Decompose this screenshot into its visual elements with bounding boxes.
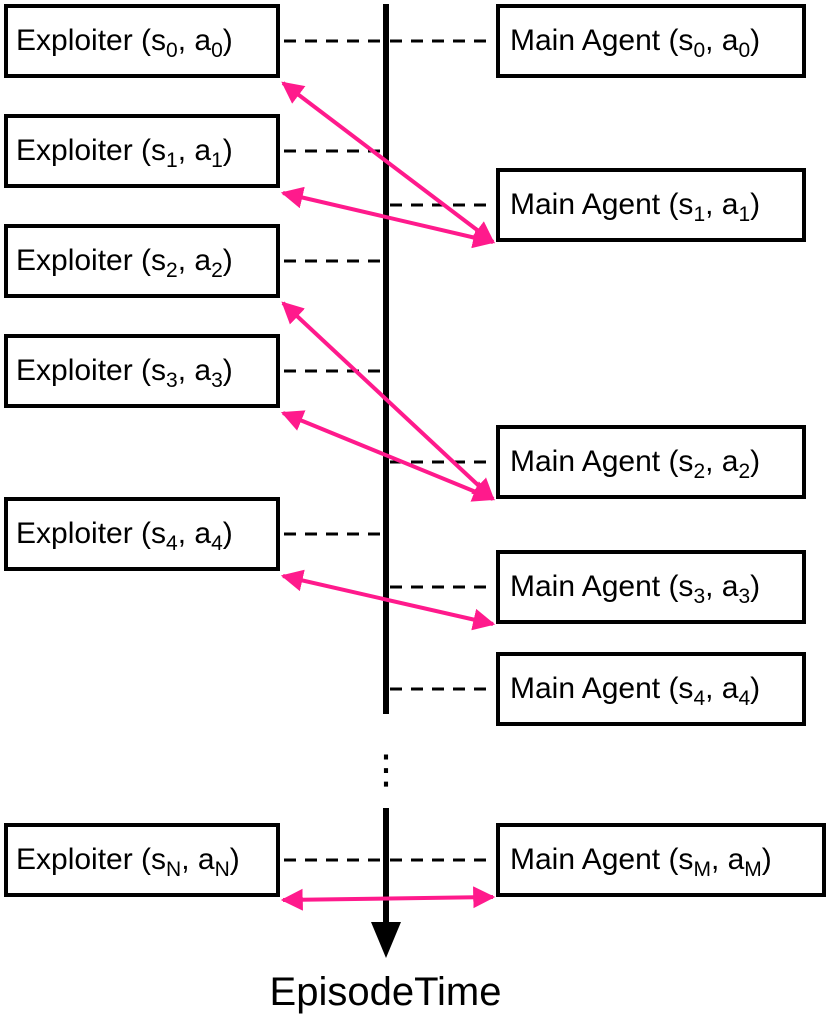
exploiter-box-1: Exploiter (s1, a1) <box>4 114 280 188</box>
main-agent-box-2: Main Agent (s2, a2) <box>496 425 806 499</box>
exploiter-box-3: Exploiter (s3, a3) <box>4 334 280 408</box>
action-subscript: N <box>214 858 230 881</box>
exploiter-box-0: Exploiter (s0, a0) <box>4 4 280 78</box>
node-label-separator: , a <box>177 354 212 387</box>
interaction-arrow-1-1 <box>280 186 496 249</box>
state-subscript: 3 <box>693 585 706 608</box>
action-subscript: 0 <box>211 39 223 62</box>
state-subscript: 2 <box>693 460 706 483</box>
main-agent-box-1: Main Agent (s1, a1) <box>496 168 806 242</box>
node-label-prefix: Exploiter (s <box>16 843 167 876</box>
node-label: Exploiter (sN, aN) <box>16 843 240 881</box>
node-label-close: ) <box>750 188 761 221</box>
state-subscript: 4 <box>166 532 178 555</box>
interaction-arrow-3-2 <box>280 410 496 502</box>
node-label-prefix: Exploiter (s <box>16 244 167 277</box>
state-subscript: 2 <box>166 259 178 282</box>
state-subscript: M <box>693 858 711 881</box>
node-label-prefix: Main Agent (s <box>510 570 694 603</box>
state-subscript: 3 <box>166 369 178 392</box>
node-label: Main Agent (s3, a3) <box>510 570 761 608</box>
node-label-separator: , a <box>705 445 739 478</box>
exploiter-box-2: Exploiter (s2, a2) <box>4 224 280 298</box>
timeline-ellipsis: ⋮ <box>366 748 406 792</box>
node-label-separator: , a <box>705 570 739 603</box>
action-subscript: 2 <box>211 259 223 282</box>
action-subscript: 1 <box>738 203 751 226</box>
main-agent-box-3: Main Agent (s3, a3) <box>496 550 806 624</box>
main-agent-box-M: Main Agent (sM, aM) <box>496 823 826 897</box>
action-subscript: M <box>744 858 762 881</box>
action-subscript: 1 <box>211 149 223 172</box>
node-label-prefix: Exploiter (s <box>16 517 167 550</box>
node-label-close: ) <box>222 244 233 277</box>
node-label-separator: , a <box>710 843 745 876</box>
action-subscript: 4 <box>211 532 223 555</box>
timeline-group: ⋮ <box>366 4 406 958</box>
node-label-prefix: Main Agent (s <box>510 672 694 705</box>
node-label-close: ) <box>750 672 761 705</box>
node-label: Exploiter (s2, a2) <box>16 244 233 282</box>
node-label-close: ) <box>750 570 761 603</box>
interaction-arrows <box>280 81 496 911</box>
action-subscript: 0 <box>738 39 751 62</box>
state-subscript: N <box>166 858 182 881</box>
axis-label: EpisodeTime <box>269 970 502 1014</box>
state-subscript: 4 <box>693 687 706 710</box>
action-subscript: 3 <box>738 585 751 608</box>
node-label: Exploiter (s3, a3) <box>16 354 233 392</box>
node-label-separator: , a <box>177 517 212 550</box>
node-label: Main Agent (s0, a0) <box>510 24 761 62</box>
node-label-separator: , a <box>177 24 212 57</box>
node-label-close: ) <box>750 445 761 478</box>
node-label: Exploiter (s0, a0) <box>16 24 233 62</box>
state-subscript: 1 <box>693 203 706 226</box>
node-label-close: ) <box>222 517 233 550</box>
node-label-separator: , a <box>177 244 212 277</box>
node-label-separator: , a <box>177 134 212 167</box>
node-label-prefix: Exploiter (s <box>16 24 167 57</box>
node-label-prefix: Main Agent (s <box>510 24 694 57</box>
node-label-close: ) <box>761 843 772 876</box>
state-subscript: 1 <box>166 149 178 172</box>
interaction-arrow-N-M <box>280 886 496 911</box>
state-subscript: 0 <box>693 39 706 62</box>
exploiter-box-N: Exploiter (sN, aN) <box>4 823 280 897</box>
action-subscript: 3 <box>211 369 223 392</box>
interaction-arrow-4-3 <box>280 569 496 631</box>
node-label-prefix: Main Agent (s <box>510 445 694 478</box>
node-label: Exploiter (s4, a4) <box>16 517 233 555</box>
node-label-prefix: Exploiter (s <box>16 134 167 167</box>
node-label-separator: , a <box>705 24 739 57</box>
node-label-separator: , a <box>181 843 215 876</box>
exploiter-box-4: Exploiter (s4, a4) <box>4 497 280 571</box>
node-label-prefix: Main Agent (s <box>510 843 694 876</box>
node-label-separator: , a <box>705 188 739 221</box>
node-label-close: ) <box>750 24 761 57</box>
state-subscript: 0 <box>166 39 178 62</box>
main-agent-box-4: Main Agent (s4, a4) <box>496 652 806 726</box>
node-label-separator: , a <box>705 672 739 705</box>
node-label-close: ) <box>222 134 233 167</box>
action-subscript: 2 <box>738 460 751 483</box>
action-subscript: 4 <box>738 687 751 710</box>
main-agent-box-0: Main Agent (s0, a0) <box>496 4 806 78</box>
node-label-close: ) <box>222 354 233 387</box>
node-label: Exploiter (s1, a1) <box>16 134 233 172</box>
node-label-close: ) <box>229 843 240 876</box>
node-label: Main Agent (s1, a1) <box>510 188 761 226</box>
node-label-close: ) <box>222 24 233 57</box>
node-label-prefix: Main Agent (s <box>510 188 694 221</box>
node-label-prefix: Exploiter (s <box>16 354 167 387</box>
timeline-arrowhead <box>371 922 401 958</box>
node-label: Main Agent (s4, a4) <box>510 672 761 710</box>
node-label: Main Agent (s2, a2) <box>510 445 761 483</box>
node-label: Main Agent (sM, aM) <box>510 843 772 881</box>
